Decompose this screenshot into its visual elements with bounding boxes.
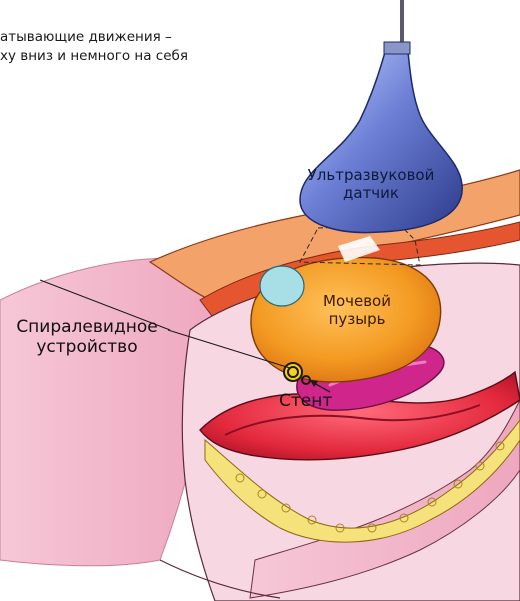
probe-label-line-1: Ультразвуковой [296,167,446,185]
instruction-caption: атывающие движения – ху вниз и немного н… [0,28,188,66]
probe-neck [384,42,410,54]
probe-label-line-2: датчик [296,185,446,203]
iud-label-line-1: Спиралевидное [2,317,172,337]
bladder-label: Мочевой пузырь [302,293,412,328]
iud-label-line-2: устройство [2,337,172,357]
iud-label: Спиралевидное устройство [2,317,172,357]
caption-line-2: ху вниз и немного на себя [0,47,188,66]
bladder-label-line-2: пузырь [302,311,412,329]
stent-label: Стент [279,391,332,411]
probe-label: Ультразвуковой датчик [296,167,446,202]
caption-line-1: атывающие движения – [0,28,188,47]
bladder-label-line-1: Мочевой [302,293,412,311]
ultrasound-probe [300,52,462,233]
fluid-pocket [260,266,304,306]
